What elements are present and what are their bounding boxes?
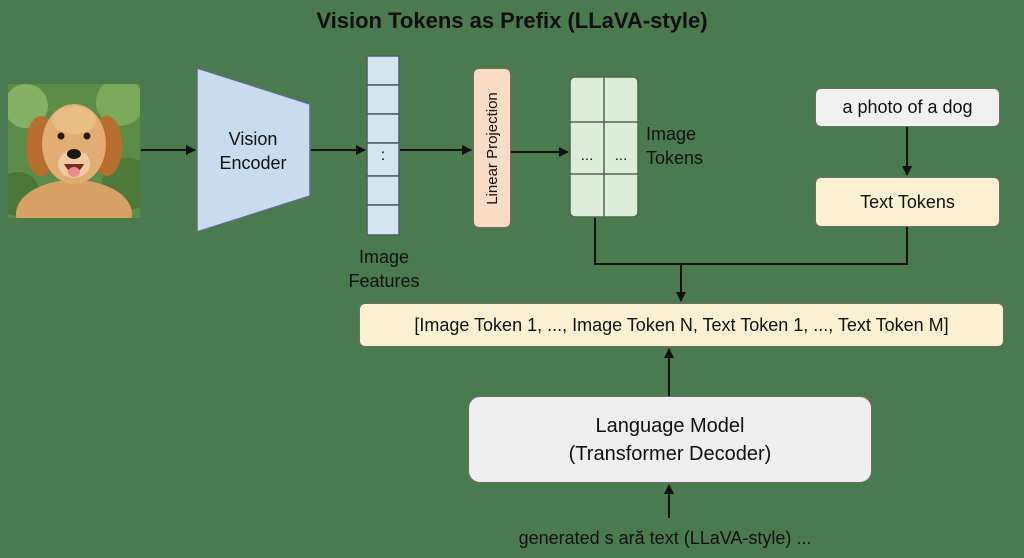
token-sequence-box: [Image Token 1, ..., Image Token N, Text…: [359, 303, 1004, 347]
vision-encoder-label: Vision Encoder: [206, 127, 300, 175]
image-features-stack: [366, 55, 400, 236]
vision-encoder-line2: Encoder: [219, 153, 287, 173]
image-features-line2: Features: [348, 271, 420, 291]
generated-output-text: generated s ară text (LLaVA-style) ...: [518, 528, 812, 548]
token-sequence-label: [Image Token 1, ..., Image Token N, Text…: [414, 314, 949, 335]
image-tokens-ellipsis-left: ...: [580, 147, 594, 164]
image-features-ellipsis: :: [380, 147, 386, 164]
linear-projection-label: Linear Projection: [483, 91, 501, 205]
dog-photo: [8, 84, 140, 218]
text-prompt-box: a photo of a dog: [815, 88, 1000, 127]
image-tokens-line2: Tokens: [646, 148, 704, 168]
text-tokens-label: Text Tokens: [860, 191, 955, 212]
image-tokens-line1: Image: [646, 124, 697, 144]
image-features-line1: Image: [358, 247, 410, 267]
language-model-line1: Language Model: [595, 414, 745, 437]
image-tokens-grid: [569, 76, 639, 218]
merge-connector: [594, 218, 908, 265]
image-tokens-ellipsis-right: ...: [614, 147, 628, 164]
text-prompt-label: a photo of a dog: [842, 97, 973, 117]
vision-encoder-line1: Vision: [228, 129, 278, 149]
diagram-title: Vision Tokens as Prefix (LLaVA-style): [316, 8, 708, 33]
linear-projection-box: Linear Projection: [473, 68, 511, 228]
language-model-line2: (Transformer Decoder): [568, 442, 772, 465]
text-tokens-box: Text Tokens: [815, 177, 1000, 227]
language-model-box: Language Model (Transformer Decoder): [468, 396, 872, 483]
vision-encoder-shape: [196, 66, 311, 234]
image-tokens-caption: Image Tokens: [646, 122, 716, 170]
image-features-caption: Image Features: [334, 245, 434, 293]
